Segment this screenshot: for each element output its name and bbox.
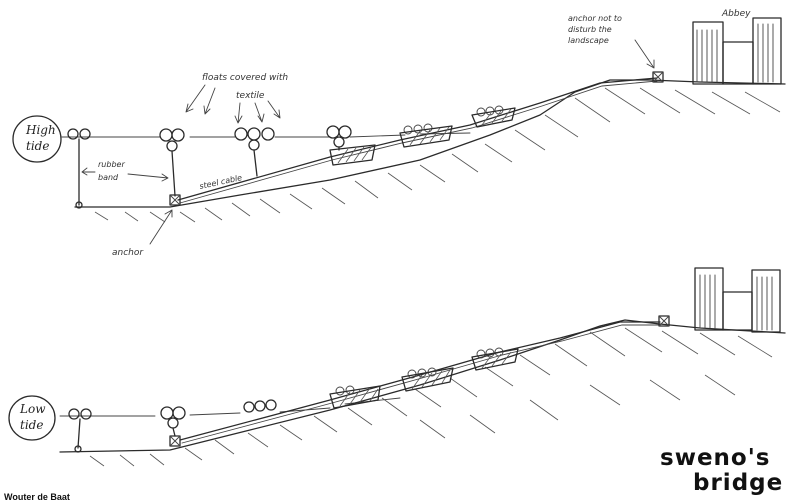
title-line-2: bridge: [693, 470, 783, 496]
low-floats-resting: [243, 399, 277, 413]
floats-arrows: [185, 84, 281, 124]
anchor-note-2: disturb the: [568, 25, 612, 34]
high-tide-water-line: [61, 132, 471, 138]
anchor-label: anchor: [112, 248, 144, 258]
pontoon-1: [329, 144, 376, 166]
low-tide-steel-cable: [179, 321, 661, 441]
high-tide-ground-line: [74, 79, 786, 208]
low-pontoon-3: [471, 347, 519, 371]
abbey-building-top: [692, 17, 782, 85]
high-tide-diagram: High tide: [12, 9, 786, 258]
low-float-cluster-1: [160, 406, 186, 437]
high-tide-label-1: High: [25, 123, 56, 137]
low-anchor-box-left: [169, 435, 181, 447]
anchor-arrow: [149, 209, 173, 245]
pontoon-2: [399, 123, 453, 148]
rubber-band-label-2: band: [98, 173, 119, 182]
float-cluster-2: [234, 127, 275, 177]
title-block: sweno's bridge: [660, 445, 783, 496]
low-pontoon-1: [329, 385, 381, 409]
low-pontoon-2: [401, 367, 454, 392]
pontoon-3: [471, 105, 516, 128]
low-tide-badge: Low tide: [8, 395, 56, 441]
anchor-note-arrow: [634, 39, 655, 69]
float-cluster-1: [159, 128, 185, 197]
rubber-band-label-1: rubber: [98, 160, 125, 169]
low-tide-diagram: Low tide: [8, 267, 786, 467]
high-tide-label-2: tide: [26, 139, 49, 153]
author-credit: Wouter de Baat: [4, 492, 70, 502]
anchor-box-top: [652, 71, 664, 83]
high-tide-ground-hatching: [94, 87, 781, 223]
anchor-note-3: landscape: [568, 36, 609, 45]
rubber-band-post: [67, 128, 91, 209]
anchor-note-1: anchor not to: [568, 14, 622, 23]
low-tide-water-line: [59, 397, 401, 417]
low-tide-label-2: tide: [20, 418, 43, 432]
high-tide-steel-cable: [177, 77, 658, 201]
floats-label: floats covered with: [202, 73, 288, 83]
abbey-building-bottom: [694, 267, 781, 333]
rubber-band-arrow-left: [81, 167, 96, 176]
rubber-band-arrow: [127, 173, 169, 182]
anchor-box-left: [169, 194, 181, 206]
float-cluster-3: [326, 125, 352, 151]
title-line-1: sweno's: [660, 445, 770, 471]
low-rubber-band-post: [68, 408, 92, 453]
low-anchor-box-top: [658, 315, 670, 327]
low-tide-label-1: Low: [19, 402, 46, 416]
low-tide-ground-line: [59, 319, 786, 453]
textile-label: textile: [236, 91, 265, 101]
high-tide-badge: High tide: [12, 115, 62, 163]
abbey-label: Abbey: [721, 9, 751, 19]
low-tide-ground-hatching: [89, 327, 773, 467]
